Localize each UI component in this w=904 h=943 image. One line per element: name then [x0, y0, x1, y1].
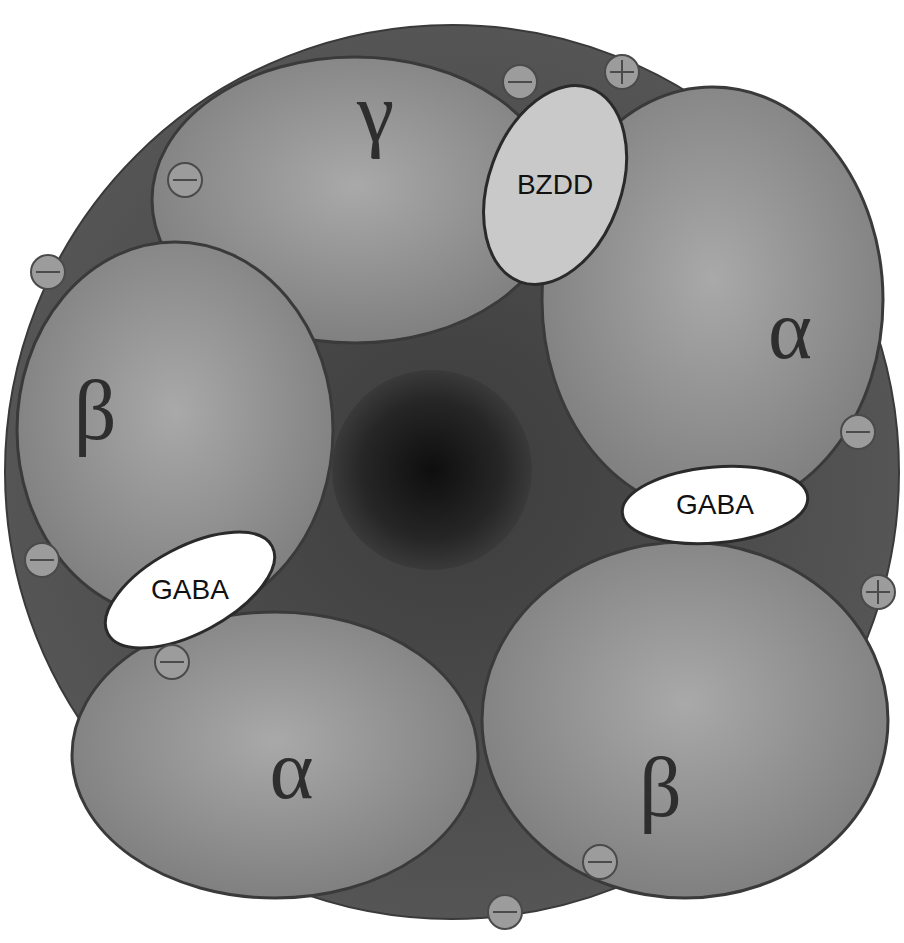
- site-label: GABA: [676, 491, 754, 519]
- site-shape: [458, 66, 653, 305]
- minus-sign: [841, 415, 875, 449]
- subunit-label: γ: [357, 71, 394, 155]
- plus-sign: [605, 55, 639, 89]
- minus-sign: [168, 163, 202, 197]
- site-shape: [88, 508, 293, 671]
- subunit-shape: [72, 612, 478, 898]
- site-label: BZDD: [517, 171, 593, 199]
- site-label: GABA: [151, 576, 229, 604]
- node-outline: [480, 540, 890, 900]
- subunit-label: α: [269, 728, 313, 812]
- minus-sign: [583, 845, 617, 879]
- minus-sign: [503, 65, 537, 99]
- minus-sign: [31, 255, 65, 289]
- ion-pore: [332, 370, 532, 570]
- subunit-label: β: [74, 369, 117, 453]
- receptor-outline: [5, 25, 899, 919]
- beta-subunit: β: [480, 540, 890, 900]
- gaba-site: GABA: [620, 465, 810, 545]
- subunit-label: α: [768, 288, 812, 372]
- benzodiazepine-site: BZDD: [487, 80, 623, 290]
- site-shape: [619, 459, 811, 551]
- plus-sign: [861, 575, 895, 609]
- subunit-label: β: [639, 746, 682, 830]
- minus-sign: [488, 895, 522, 929]
- gaba-site: GABA: [95, 545, 285, 635]
- minus-sign: [25, 543, 59, 577]
- subunit-shape: [482, 542, 888, 898]
- minus-sign: [155, 645, 189, 679]
- alpha-subunit: α: [70, 610, 480, 900]
